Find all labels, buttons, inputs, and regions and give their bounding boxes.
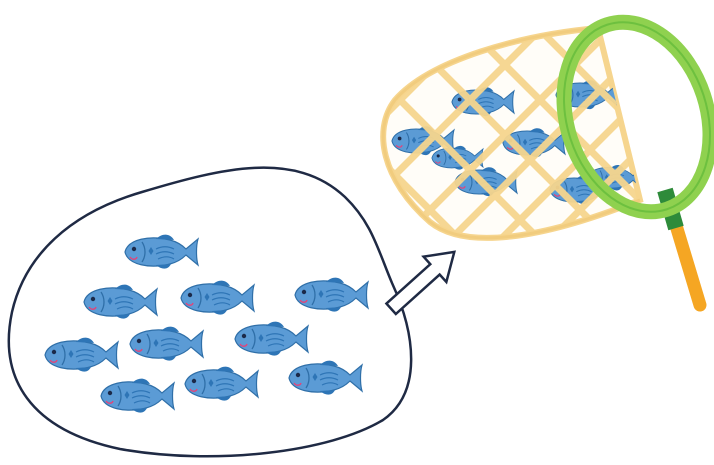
hollow-arrow-icon [384, 250, 456, 316]
